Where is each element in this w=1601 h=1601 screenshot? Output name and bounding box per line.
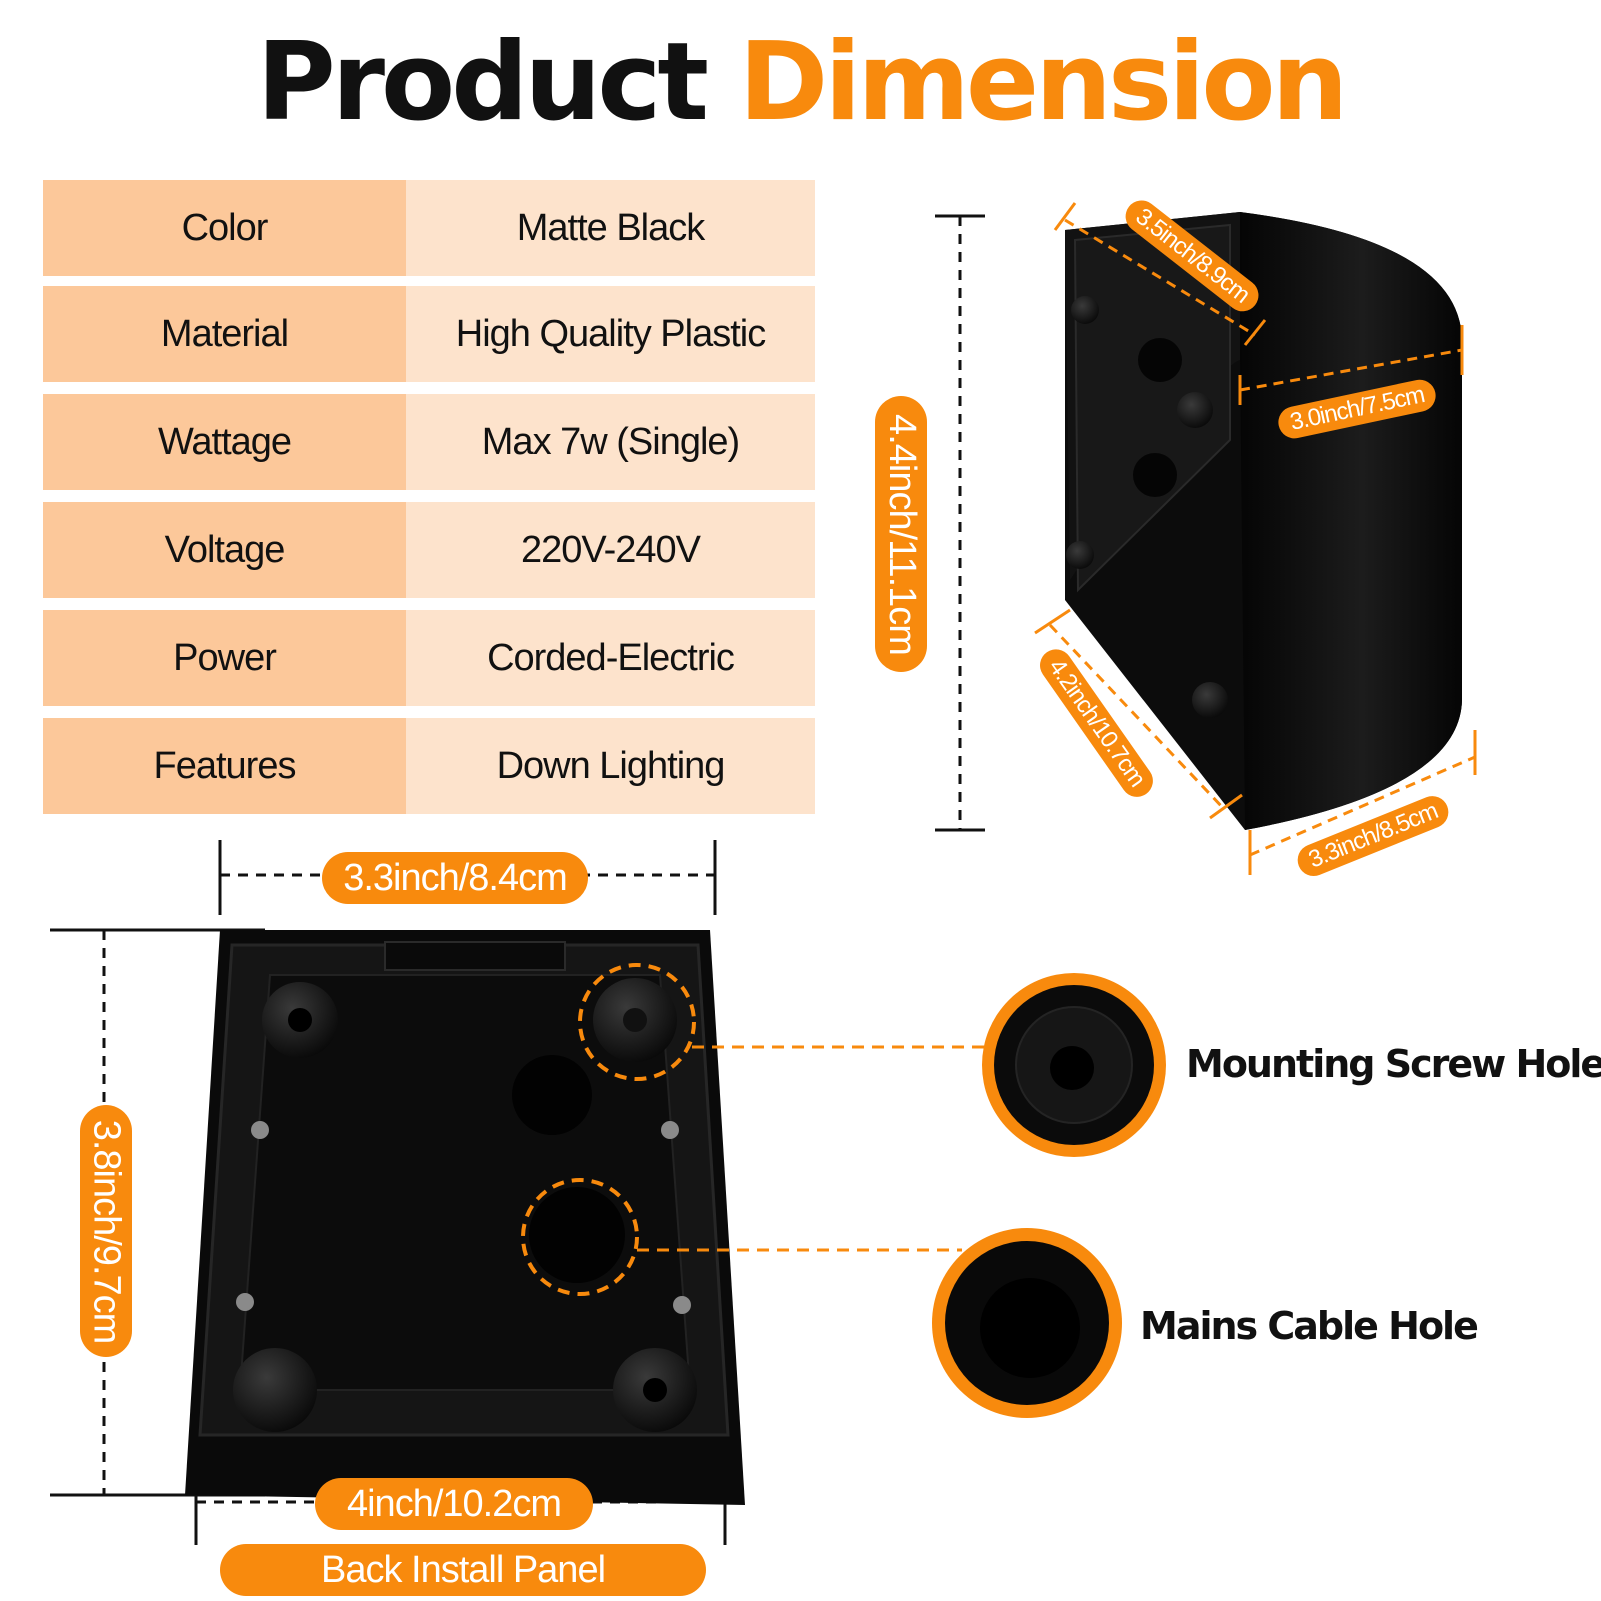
spec-row-power: Power Corded-Electric [43,610,815,706]
spec-label: Material [43,286,406,382]
panel-height-label: 3.8inch/9.7cm [85,1119,128,1343]
spec-row-wattage: Wattage Max 7w (Single) [43,394,815,490]
product-dimension-guides [1034,202,1477,875]
spec-value: Down Lighting [406,718,815,814]
title-dimension: Dimension [738,20,1349,145]
height-label: 4.4inch/11.1cm [880,413,923,655]
spec-label: Features [43,718,406,814]
spec-label: Power [43,610,406,706]
panel-caption: Back Install Panel [220,1544,706,1596]
panel-height-label-pill: 3.8inch/9.7cm [80,1105,132,1357]
back-install-panel [185,930,745,1505]
panel-top-width-label: 3.3inch/8.4cm [322,852,588,904]
mains-cable-hole-label: Mains Cable Hole [1140,1304,1479,1348]
spec-value: High Quality Plastic [406,286,815,382]
panel-top-dimension-line [218,840,717,915]
spec-row-material: Material High Quality Plastic [43,286,815,382]
spec-label: Voltage [43,502,406,598]
height-dimension-line [935,214,985,832]
spec-label: Color [43,180,406,276]
panel-highlight-circles [521,963,696,1296]
spec-row-voltage: Voltage 220V-240V [43,502,815,598]
cable-hole-zoom [932,1228,1122,1418]
mounting-screw-hole-label: Mounting Screw Hole [1186,1042,1601,1086]
callout-leader-lines [637,1045,985,1252]
spec-label: Wattage [43,394,406,490]
page-title: Product Dimension [0,18,1601,148]
spec-value: Matte Black [406,180,815,276]
panel-bottom-width-label: 4inch/10.2cm [315,1478,593,1530]
title-product: Product [256,20,709,145]
spec-value: Corded-Electric [406,610,815,706]
spec-row-color: Color Matte Black [43,180,815,276]
mounting-hole-zoom [982,973,1166,1157]
spec-value: 220V-240V [406,502,815,598]
spec-row-features: Features Down Lighting [43,718,815,814]
wall-light-product [1065,212,1462,830]
height-label-pill: 4.4inch/11.1cm [875,396,927,672]
spec-value: Max 7w (Single) [406,394,815,490]
